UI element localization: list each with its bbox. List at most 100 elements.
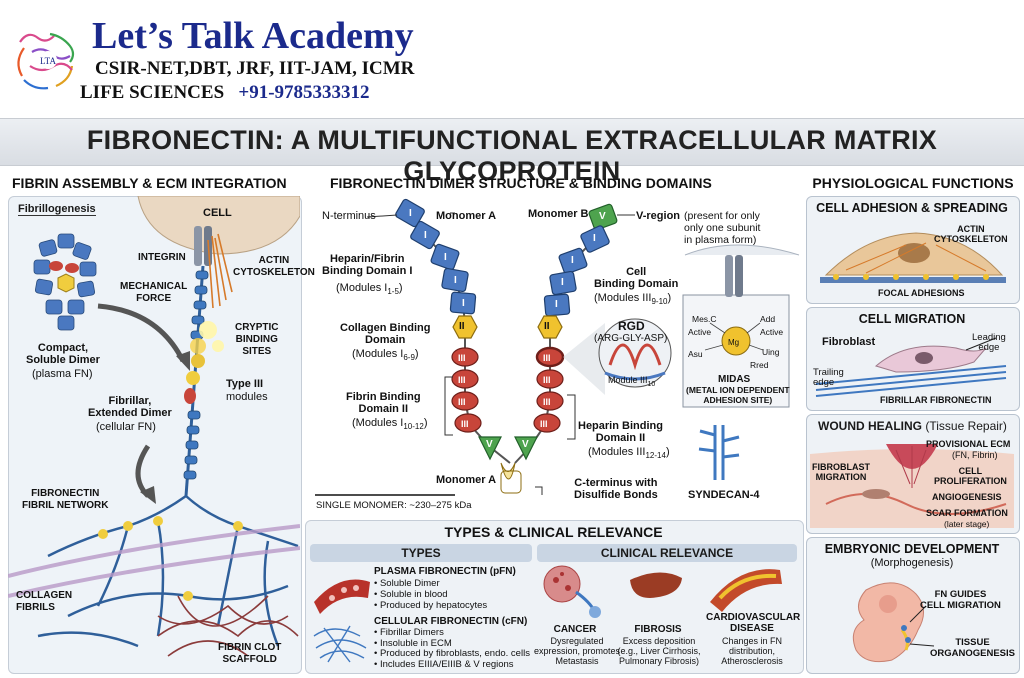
cell-binding-domain-label: Cell Binding Domain: [594, 266, 679, 290]
cancer-label: CANCER: [553, 624, 597, 635]
pfn-item: • Produced by hepatocytes: [374, 600, 488, 611]
mechanical-force-label: MECHANICAL FORCE: [120, 281, 188, 304]
cfn-item: • Produced by fibroblasts, endo. cells: [374, 648, 530, 659]
monomer-a-modules: [395, 198, 502, 461]
angiogenesis-label: ANGIOGENESIS: [932, 492, 1002, 502]
embryo-subtitle: (Morphogenesis): [870, 557, 954, 569]
module-iii-a1: III: [458, 353, 466, 363]
dimer-structure-diagram: [315, 198, 800, 496]
arrow-to-extended: [97, 303, 186, 363]
arrow-to-network: [135, 444, 151, 498]
tissue-organogenesis-label: TISSUE ORGANOGENESIS: [930, 637, 1015, 659]
left-heading: FIBRIN ASSEMBLY & ECM INTEGRATION: [12, 175, 287, 191]
hep1-mod-text: (Modules I: [336, 282, 388, 294]
cell-body: [137, 196, 300, 255]
midas-label: MIDAS: [718, 374, 751, 385]
syndecan-4: [698, 425, 740, 480]
v-region-label: V-region: [636, 210, 681, 222]
types-bar: TYPES: [310, 544, 532, 562]
midas-lbl-5: Asu: [688, 349, 703, 359]
pfn-title: PLASMA FIBRONECTIN (pFN): [374, 566, 516, 577]
pfn-item: • Soluble in blood: [374, 589, 448, 600]
module-i-b1: I: [593, 233, 596, 244]
heparin-domain-ii-modules: (Modules III12-14): [588, 446, 670, 461]
v-region-note-text: (present for only only one subunit in pl…: [684, 210, 761, 246]
wound-illustration: [810, 444, 1014, 528]
collagen-domain-modules: (Modules I6-9): [352, 348, 419, 363]
actin-label: ACTIN CYTOSKELETON: [233, 255, 315, 278]
v-region-note: (present for only only one subunit in pl…: [684, 210, 760, 246]
heparin-domain-ii-label: Heparin Binding Domain II: [578, 420, 663, 444]
module-i-b4: I: [555, 299, 558, 310]
page-title: FIBRONECTIN: A MULTIFUNCTIONAL EXTRACELL…: [86, 125, 938, 186]
n-terminus-label: N-terminus: [322, 210, 376, 222]
module-i-4: I: [454, 275, 457, 286]
fibrillar-dimer-label: Fibrillar, Extended Dimer: [88, 395, 172, 419]
mg-ion: [721, 326, 751, 356]
logo-text: LTA: [40, 56, 56, 66]
artery-icon: [710, 569, 782, 612]
cell-proliferation-label: CELL PROLIFERATION: [934, 466, 1007, 486]
cancer-icon: [543, 565, 601, 618]
fibrin-clot-label: FIBRIN CLOT SCAFFOLD: [218, 642, 282, 665]
module-i-b2: I: [571, 255, 574, 266]
coll-mod-sub: 6-9: [403, 353, 415, 363]
module-i-1: I: [409, 208, 412, 219]
clinical-bar: CLINICAL RELEVANCE: [537, 544, 797, 562]
fibronectin-strand: [183, 265, 224, 497]
migration-title: CELL MIGRATION: [858, 312, 966, 326]
monomer-b-label: Monomer B: [528, 208, 589, 220]
cellular-fn-label: (cellular FN): [96, 421, 156, 433]
title-banner: [0, 118, 1024, 166]
collagen-fibrils: [8, 524, 300, 598]
leading-edge-label: Leading edge: [972, 332, 1006, 353]
fibrin-domain-ii-label: Fibrin Binding Domain II: [346, 391, 421, 415]
module-i-b3: I: [561, 277, 564, 288]
scar-formation-label: SCAR FORMATION: [926, 508, 1008, 518]
module-ii-b: II: [544, 321, 550, 332]
migration-illustration: [815, 337, 1007, 397]
middle-heading: FIBRONECTIN DIMER STRUCTURE & BINDING DO…: [330, 175, 712, 191]
rgd-label: RGD: [618, 319, 645, 333]
module3-sub: 10: [647, 380, 656, 388]
monomer-b-modules: [514, 203, 618, 461]
cellbd-mod-sub: 9-10: [651, 297, 668, 307]
module-v-a: V: [486, 439, 493, 450]
adhesion-actin-label: ACTIN CYTOSKELETON: [934, 224, 1008, 244]
cfn-item: • Insoluble in ECM: [374, 637, 452, 649]
fib2-mod-text: (Modules I: [352, 417, 404, 429]
collagen-fibrils-label: COLLAGEN FIBRILS: [16, 590, 73, 613]
provisional-ecm-label: PROVISIONAL ECM: [926, 439, 1011, 449]
cfn-item: • Includes EIIIA/EIIIB & V regions: [374, 658, 514, 670]
fibrin-assembly-diagram: [8, 196, 300, 657]
adhesion-title: CELL ADHESION & SPREADING: [816, 201, 1008, 215]
hep2-mod-text: (Modules III: [588, 446, 646, 458]
focal-adhesions-label: FOCAL ADHESIONS: [878, 288, 965, 298]
rgd-zoom: [598, 318, 672, 388]
monomer-a-label: Monomer A: [436, 210, 497, 222]
cardio-label: CARDIOVASCULAR DISEASE: [706, 612, 801, 634]
midas-lbl-7: Uing: [762, 347, 780, 357]
fibrillar-fn-label: FIBRILLAR FIBRONECTIN: [880, 395, 992, 405]
c-terminus-label: C-terminus with Disulfide Bonds: [574, 477, 658, 501]
fibrin-clot: [157, 595, 299, 657]
cell-binding-domain-modules: (Modules III9-10): [594, 292, 672, 307]
module-i-2: I: [424, 230, 427, 241]
embryo-title: EMBRYONIC DEVELOPMENT: [824, 542, 1000, 556]
fibroblast-migration-label: FIBROBLAST MIGRATION: [812, 462, 870, 482]
trailing-edge-label: Trailing edge: [813, 367, 844, 388]
academy-title: Let’s Talk Academy: [92, 15, 414, 57]
liver-icon: [630, 572, 682, 598]
fib2-mod-sub: 10-12: [403, 422, 424, 432]
midas-box: [682, 294, 790, 408]
module-v-b2: V: [522, 439, 529, 450]
embryo-illustration: [852, 582, 935, 663]
cfn-item: • Fibrillar Dimers: [374, 627, 444, 638]
blood-vessel-icon: [314, 579, 370, 614]
midas-lbl-4: Active: [760, 327, 784, 337]
midas-lbl-1: Mes.C: [692, 314, 717, 324]
cryptic-sites-label: CRYPTIC BINDING SITES: [235, 322, 279, 357]
fibrosis-desc: Excess deposition (e.g., Liver Cirrhosis…: [617, 636, 701, 666]
cfn-title: CELLULAR FIBRONECTIN (cFN): [374, 616, 528, 627]
module-iii-a3: III: [458, 397, 466, 407]
